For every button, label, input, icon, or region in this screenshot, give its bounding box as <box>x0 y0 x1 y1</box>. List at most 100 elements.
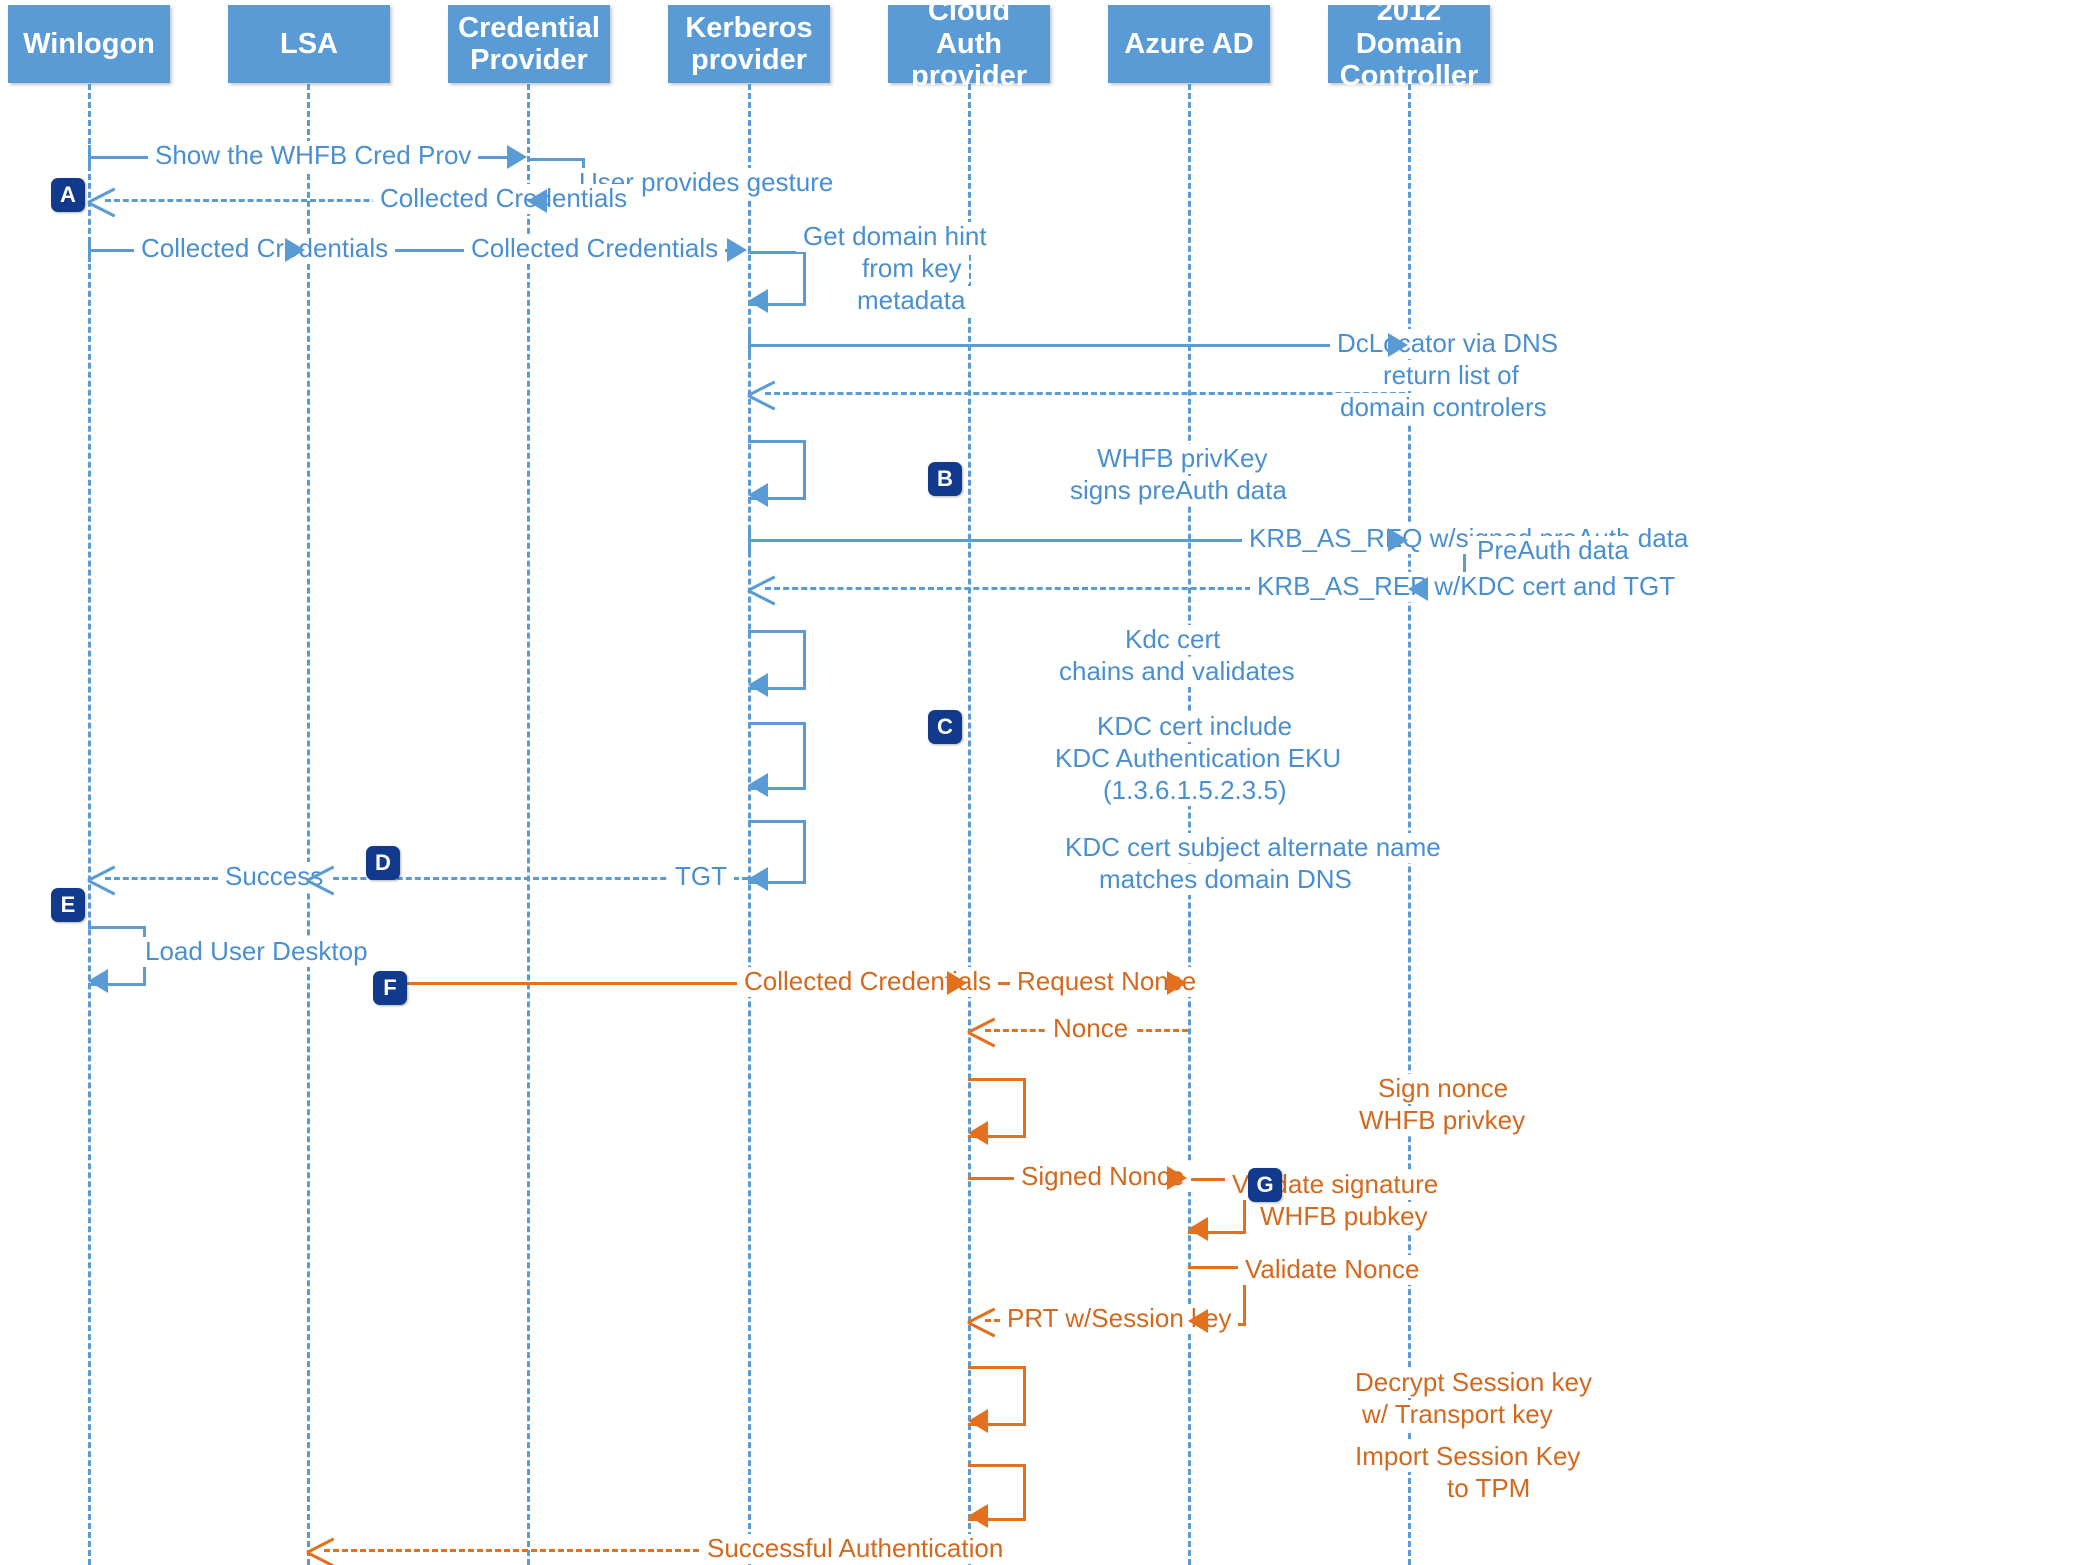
m2-arrowhead <box>527 189 547 213</box>
m9-selfloop <box>748 440 806 500</box>
step-badge-b-letter: B <box>937 466 953 491</box>
m24-label-line2: WHFB pubkey <box>1253 1201 1435 1232</box>
step-badge-g-letter: G <box>1256 1172 1274 1197</box>
actor-label-credential-provider: Credential Provider <box>458 11 600 76</box>
m4-arrowhead <box>285 238 305 262</box>
actor-box-kerberos-provider[interactable]: Kerberos provider <box>668 5 830 83</box>
lifeline-kerberos <box>748 84 751 1565</box>
m26-label: PRT w/Session key <box>1000 1303 1239 1334</box>
m1-arrowhead <box>507 145 527 169</box>
m8-label-line1: return list of <box>1376 360 1526 391</box>
lifeline-azuread <box>1188 84 1191 1565</box>
m10-line <box>748 539 1388 542</box>
lifeline-cloudauth <box>968 84 971 1565</box>
m17-line <box>105 877 307 880</box>
m28-arrowhead <box>968 1504 988 1528</box>
actor-label-winlogon: Winlogon <box>23 27 155 60</box>
m14-arrowhead <box>748 773 768 797</box>
m29-line <box>324 1549 969 1552</box>
step-badge-d[interactable]: D <box>366 846 400 880</box>
m18-label: Load User Desktop <box>138 936 375 967</box>
lifeline-credprov <box>527 84 530 1565</box>
actor-box-credential-provider[interactable]: Credential Provider <box>448 5 610 83</box>
m3-line <box>105 199 530 202</box>
m5-arrowhead <box>727 238 747 262</box>
m15-label-line1: KDC cert subject alternate name <box>1058 832 1448 863</box>
m14-label-line1: KDC cert include <box>1090 711 1300 742</box>
m12-line <box>765 587 1405 590</box>
actor-label-domain-controller: 2012 Domain Controller <box>1339 0 1479 93</box>
m7-line <box>748 344 1388 347</box>
m28-selfloop <box>968 1464 1026 1521</box>
m6-arrowhead <box>748 289 768 313</box>
m7-label: DcLocator via DNS <box>1330 328 1566 359</box>
m19-line <box>407 982 950 985</box>
m13-selfloop <box>748 630 806 690</box>
step-badge-g[interactable]: G <box>1248 1168 1282 1202</box>
m4-label: Collected Credentials <box>134 233 396 264</box>
m3-label: Collected Credentials <box>373 183 635 214</box>
m13-label-line2: chains and validates <box>1052 656 1302 687</box>
m8-label-line2: domain controlers <box>1333 392 1554 423</box>
m18-arrowhead <box>88 969 108 993</box>
m14-label-line2: KDC Authentication EKU <box>1048 743 1349 774</box>
m5-label: Collected Credentials <box>464 233 726 264</box>
lifeline-dc2012 <box>1408 84 1411 1565</box>
m15-selfloop <box>748 820 806 884</box>
m27-selfloop <box>968 1366 1026 1426</box>
m6-selfloop <box>748 251 806 306</box>
step-badge-a-letter: A <box>60 182 76 207</box>
step-badge-c[interactable]: C <box>928 710 962 744</box>
m21-label: Nonce <box>1046 1013 1136 1044</box>
actor-label-kerberos-provider: Kerberos provider <box>685 11 813 76</box>
m20-arrowhead <box>1167 971 1187 995</box>
step-badge-f[interactable]: F <box>373 971 407 1005</box>
m6-label-line2: from key <box>855 253 969 284</box>
m8-line <box>765 392 1405 395</box>
m22-label-line2: WHFB privkey <box>1352 1105 1533 1136</box>
m15-label-line2: matches domain DNS <box>1092 864 1359 895</box>
step-badge-e[interactable]: E <box>51 888 85 922</box>
actor-box-lsa[interactable]: LSA <box>228 5 390 83</box>
step-badge-b[interactable]: B <box>928 462 962 496</box>
actor-box-domain-controller[interactable]: 2012 Domain Controller <box>1328 0 1490 92</box>
lifeline-winlogon <box>88 84 91 1565</box>
step-badge-a[interactable]: A <box>51 178 85 212</box>
m11-arrowhead <box>1408 577 1428 601</box>
m22-selfloop <box>968 1078 1026 1138</box>
m22-arrowhead <box>968 1121 988 1145</box>
m16-label: TGT <box>668 861 734 892</box>
m9-label-line2: signs preAuth data <box>1063 475 1294 506</box>
m16-line <box>324 877 748 880</box>
m24-selfloop <box>1188 1178 1246 1234</box>
m6-label-line1: Get domain hint <box>796 221 994 252</box>
m11-label-line1: PreAuth data <box>1470 535 1636 566</box>
m14-selfloop <box>748 722 806 790</box>
m28-label-line1: Import Session Key <box>1348 1441 1588 1472</box>
m22-label-line1: Sign nonce <box>1371 1073 1516 1104</box>
m12-label: KRB_AS_REP w/KDC cert and TGT <box>1250 571 1683 602</box>
m7-arrowhead <box>1388 333 1408 357</box>
m24-arrowhead <box>1188 1217 1208 1241</box>
m23-label: Signed Nonce <box>1014 1161 1192 1192</box>
step-badge-e-letter: E <box>60 892 76 917</box>
m25-label: Validate Nonce <box>1238 1254 1427 1285</box>
m13-label-line1: Kdc cert <box>1118 624 1228 655</box>
actor-box-azure-ad[interactable]: Azure AD <box>1108 5 1270 83</box>
actor-label-azure-ad: Azure AD <box>1124 27 1254 60</box>
m10-arrowhead <box>1388 528 1408 552</box>
actor-box-cloud-auth-provider[interactable]: Cloud Auth provider <box>888 0 1050 92</box>
m27-label-line1: Decrypt Session key <box>1348 1367 1599 1398</box>
m6-label-line3: metadata <box>850 285 973 316</box>
m23-arrowhead <box>1167 1166 1187 1190</box>
actor-box-winlogon[interactable]: Winlogon <box>8 5 170 83</box>
step-badge-d-letter: D <box>375 850 391 875</box>
m25-arrowhead <box>1188 1309 1208 1333</box>
m9-label-line1: WHFB privKey <box>1090 443 1275 474</box>
actor-label-lsa: LSA <box>280 27 338 60</box>
step-badge-c-letter: C <box>937 714 953 739</box>
m9-arrowhead <box>748 483 768 507</box>
m29-label: Successful Authentication <box>700 1533 1011 1564</box>
m27-arrowhead <box>968 1409 988 1433</box>
